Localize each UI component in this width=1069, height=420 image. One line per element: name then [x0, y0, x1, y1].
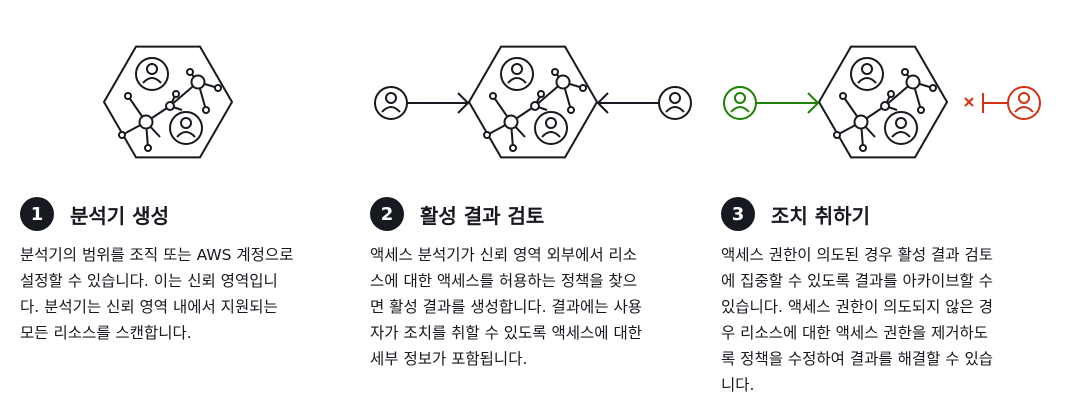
diagram-illustration: [103, 45, 1041, 159]
step-take-action: 3 조치 취하기 액세스 권한이 의도된 경우 활성 결과 검토 에 집중할 수…: [721, 196, 1061, 398]
analyzer-network-icon: [818, 45, 948, 159]
analyzer-network-icon: [103, 45, 233, 159]
denied-user-icon: [1007, 86, 1041, 120]
step-title: 분석기 생성: [70, 203, 169, 228]
allowed-arrow-icon: [756, 92, 820, 114]
step-review-findings: 2 활성 결과 검토 액세스 분석기가 신뢰 영역 외부에서 리소 스에 대한 …: [370, 196, 710, 372]
step-create-analyzer: 1 분석기 생성 분석기의 범위를 조직 또는 AWS 계정으로 설정할 수 있…: [20, 196, 360, 346]
analyzer-network-icon: [468, 45, 598, 159]
step-title: 조치 취하기: [771, 203, 870, 228]
arrow-left-icon: [596, 92, 659, 114]
arrow-right-icon: [407, 92, 470, 114]
allowed-user-icon: [723, 86, 757, 120]
step-description: 액세스 권한이 의도된 경우 활성 결과 검토 에 집중할 수 있도록 결과를 …: [721, 246, 993, 394]
user-icon: [374, 86, 408, 120]
blocked-access-icon: [964, 93, 1008, 113]
step-description: 액세스 분석기가 신뢰 영역 외부에서 리소 스에 대한 액세스를 허용하는 정…: [370, 246, 642, 368]
step-title: 활성 결과 검토: [420, 203, 545, 228]
step-number-badge: 3: [721, 197, 755, 231]
user-icon: [658, 86, 692, 120]
step-number-badge: 2: [370, 197, 404, 231]
step-number-badge: 1: [20, 197, 54, 231]
step-description: 분석기의 범위를 조직 또는 AWS 계정으로 설정할 수 있습니다. 이는 신…: [20, 246, 294, 342]
